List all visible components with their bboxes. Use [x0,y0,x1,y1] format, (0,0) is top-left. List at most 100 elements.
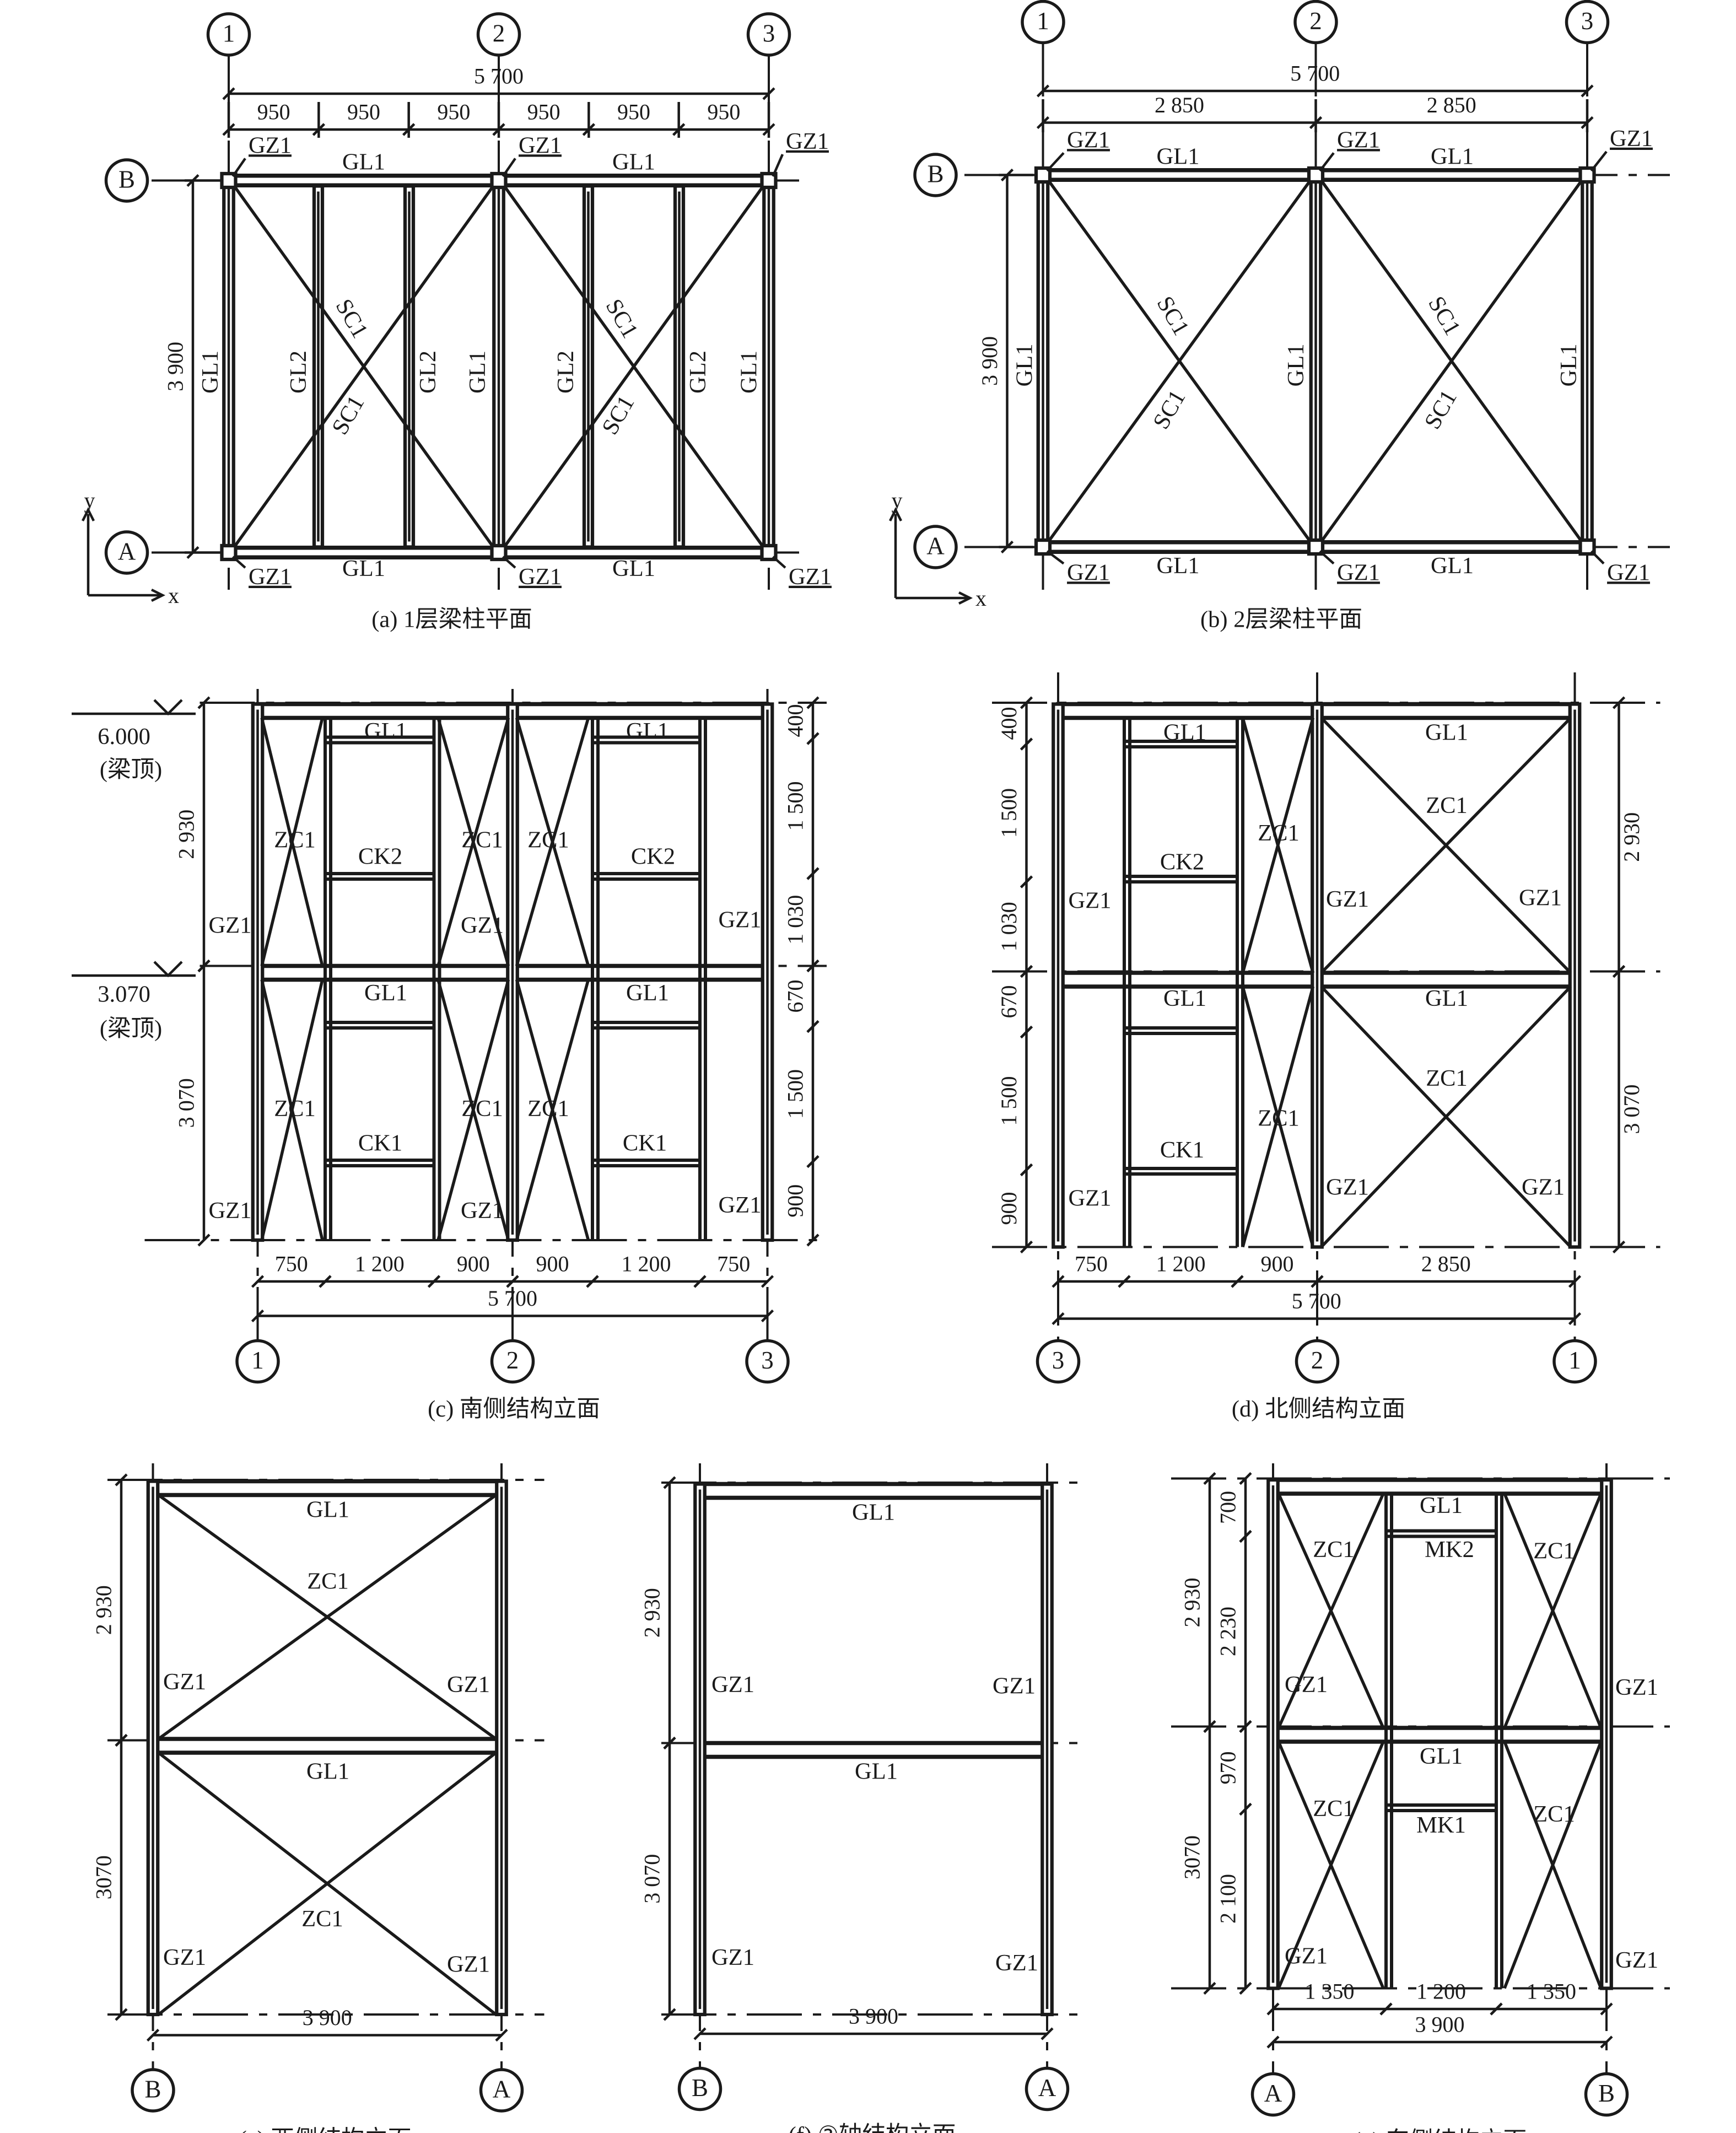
column-label: GZ1 [163,1669,206,1695]
dimension-value: 950 [617,100,650,125]
dimension-value: 3 070 [640,1854,665,1904]
dimension-tick [761,1275,774,1288]
dimension-tick [806,959,820,973]
dimension-value: 2 930 [640,1588,665,1638]
grid-bubble-circle [913,153,958,197]
grid-bubble-circle [1025,2066,1070,2112]
grid-axis-label: B [927,160,944,187]
dimension-value: 3 900 [1415,2012,1465,2037]
grid-bubble-circle [479,2068,524,2113]
brace-diagonal [1047,179,1312,543]
column-label: GZ1 [447,1672,490,1698]
dimension-tick [1052,1275,1065,1288]
brace-diagonal [503,185,765,548]
column-label: GZ1 [1522,1174,1565,1200]
beam-label: GL1 [197,351,223,394]
column-label: GZ1 [519,132,562,158]
column-label: GZ1 [519,564,562,590]
beam-label: GL1 [364,980,407,1006]
label-leader [231,158,246,177]
beam-label: GL1 [306,1496,349,1522]
grid-bubble: 1 [1021,0,1065,45]
label-leader [1590,550,1605,565]
dimension-tick [806,1020,820,1033]
column-label: GZ1 [1067,559,1110,585]
column-label: GZ1 [209,1198,252,1224]
brace-diagonal [260,979,324,1241]
axis-arrowhead [958,591,973,605]
grid-axis-label: 2 [1309,7,1322,35]
grid-bubble: 3 [746,12,791,57]
dimension-tick [1568,1275,1582,1288]
dimension-tick [1239,1529,1252,1543]
column-label: GZ1 [209,912,252,938]
column-label: GZ1 [719,907,762,933]
opening-label: CK1 [623,1130,667,1156]
grid-bubble-circle [746,12,791,57]
axis-name-x: x [975,586,986,611]
dimension-tick [663,1736,676,1750]
dimension-tick [693,1275,707,1288]
dimension-value: 970 [1216,1752,1241,1785]
dimension-tick [761,1309,774,1323]
dimension-tick [1020,1163,1033,1177]
dimension-tick [762,87,775,100]
brace-label: ZC1 [274,827,316,853]
grid-bubble: 2 [1293,0,1338,45]
beam-label: GL1 [1011,344,1037,387]
grid-bubble: 1 [235,1339,280,1384]
grid-bubble-circle [104,530,149,575]
brace-label: ZC1 [1313,1537,1355,1563]
dimension-value: 670 [996,985,1021,1019]
dimension-value: 950 [527,100,560,125]
dimension-value: 1 500 [783,1069,808,1119]
grid-bubble: A [479,2068,524,2113]
grid-axis-label: B [692,2074,708,2102]
brace-diagonal [1277,1493,1385,1729]
grid-bubble: 3 [1036,1339,1081,1384]
column-label: GZ1 [1610,126,1653,152]
dimension-tick [1600,2002,1613,2016]
beam-label: GL1 [342,149,385,175]
grid-bubble: 3 [1565,0,1610,45]
beam-member [150,1479,504,1498]
grid-axis-label: B [1598,2080,1615,2107]
dimension-tick [197,959,211,973]
grid-bubble: B [131,2068,175,2113]
column-label: GZ1 [1337,559,1380,585]
grid-bubble-circle [677,2066,723,2112]
dimension-tick [806,1234,820,1247]
dimension-tick [1239,1802,1252,1816]
brace-diagonal [1241,717,1315,973]
axis-name-x: x [168,583,179,608]
panel-caption: (f) ②轴结构立面 [789,2122,956,2133]
grid-axis-label: 1 [1037,7,1049,35]
beam-member [698,1482,1049,1500]
grid-bubble: B [677,2066,723,2112]
beam-label: GL1 [1163,719,1206,745]
dimension-tick [1020,1025,1033,1039]
grid-bubble: 1 [1552,1339,1597,1384]
dimension-tick [115,1473,128,1486]
grid-bubble-circle [1565,0,1610,45]
brace-diagonal [436,717,510,967]
dimension-value: 1 200 [355,1252,405,1276]
beam-label: GL1 [1431,143,1474,169]
dimension-value: 2 930 [1619,812,1644,862]
beam-label: GL1 [612,556,655,581]
brace-diagonal [515,717,590,967]
column-node [760,543,778,562]
dimension-value: 3 900 [977,336,1002,386]
column-label: GZ1 [1615,1947,1658,1973]
column-label: GZ1 [1615,1674,1658,1700]
dimension-tick [1118,1275,1131,1288]
beam-label: GL1 [1425,719,1468,745]
beam-label: GL1 [306,1758,349,1784]
grid-axis-label: 2 [1311,1346,1324,1374]
brace-label: ZC1 [307,1568,349,1594]
column-label: GZ1 [447,1951,490,1977]
level-note: (梁顶) [100,757,162,783]
grid-axis-label: B [118,165,135,193]
beam-label: GL2 [685,351,711,394]
dimension-value: 2 230 [1216,1607,1241,1656]
